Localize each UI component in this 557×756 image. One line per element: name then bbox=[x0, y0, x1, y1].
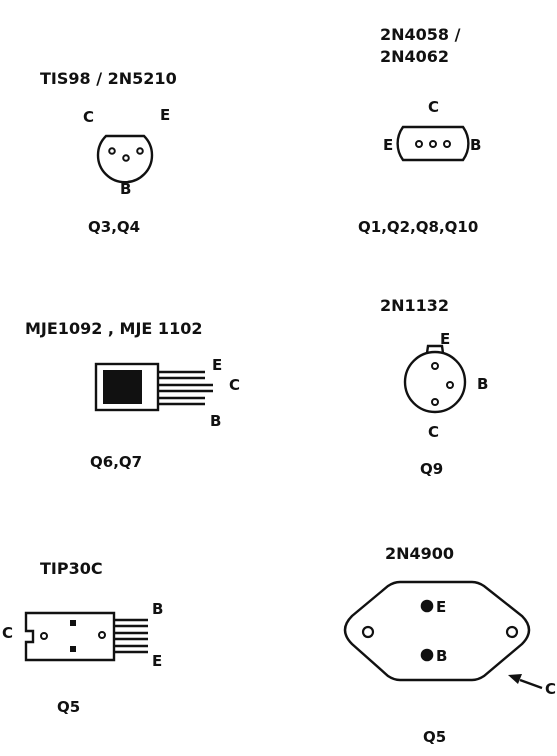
tip30c-pin-b: B bbox=[152, 600, 163, 618]
2n1132-pin-c: C bbox=[428, 423, 439, 441]
2n1132-refs: Q9 bbox=[420, 460, 443, 478]
2n4900-to3-package-icon bbox=[343, 580, 543, 690]
2n4058-name-line2: 2N4062 bbox=[380, 47, 449, 66]
mje1092-name: MJE1092 , MJE 1102 bbox=[25, 319, 202, 338]
mje1092-refs: Q6,Q7 bbox=[90, 453, 142, 471]
2n4058-pin-c: C bbox=[428, 98, 439, 116]
mje1092-to126-package-icon bbox=[94, 362, 213, 412]
tip30c-pin-c: C bbox=[2, 624, 13, 642]
2n4900-pin-e: E bbox=[436, 598, 446, 616]
2n4058-name-line1: 2N4058 / bbox=[380, 25, 461, 44]
tis98-to92-package-icon bbox=[96, 134, 154, 184]
tis98-pin-c: C bbox=[83, 108, 94, 126]
2n4900-group: 2N4900 E B C Q5 bbox=[343, 544, 556, 746]
2n1132-pin-b: B bbox=[477, 375, 488, 393]
2n4900-refs: Q5 bbox=[423, 728, 446, 746]
tis98-pin-b: B bbox=[120, 180, 131, 198]
2n1132-pin-e: E bbox=[440, 330, 450, 348]
2n4900-pin-c: C bbox=[545, 680, 556, 698]
2n4900-name: 2N4900 bbox=[385, 544, 454, 563]
2n1132-name: 2N1132 bbox=[380, 296, 449, 315]
mje1092-pin-c: C bbox=[229, 376, 240, 394]
2n1132-to5-package-icon bbox=[403, 344, 467, 414]
tip30c-group: TIP30C C B E Q5 bbox=[2, 559, 163, 716]
tis98-name: TIS98 / 2N5210 bbox=[40, 69, 177, 88]
tis98-refs: Q3,Q4 bbox=[88, 218, 140, 236]
tis98-pin-e: E bbox=[160, 106, 170, 124]
tip30c-pin-e: E bbox=[152, 652, 162, 670]
mje1092-pin-e: E bbox=[212, 356, 222, 374]
mje1092-pin-b: B bbox=[210, 412, 221, 430]
mje1092-group: MJE1092 , MJE 1102 E C B Q6,Q7 bbox=[25, 319, 240, 471]
tip30c-refs: Q5 bbox=[57, 698, 80, 716]
2n4058-pin-e: E bbox=[383, 136, 393, 154]
2n1132-group: 2N1132 E B C Q9 bbox=[380, 296, 488, 478]
tip30c-to220-package-icon bbox=[24, 611, 148, 662]
2n4900-pin-b: B bbox=[436, 647, 447, 665]
tip30c-name: TIP30C bbox=[40, 559, 103, 578]
2n4058-to92-package-icon bbox=[396, 125, 470, 162]
2n4058-pin-b: B bbox=[470, 136, 481, 154]
2n4058-group: 2N4058 / 2N4062 C E B Q1,Q2,Q8,Q10 bbox=[358, 25, 481, 236]
tis98-group: TIS98 / 2N5210 C E B Q3,Q4 bbox=[40, 69, 177, 236]
2n4058-refs: Q1,Q2,Q8,Q10 bbox=[358, 218, 478, 236]
